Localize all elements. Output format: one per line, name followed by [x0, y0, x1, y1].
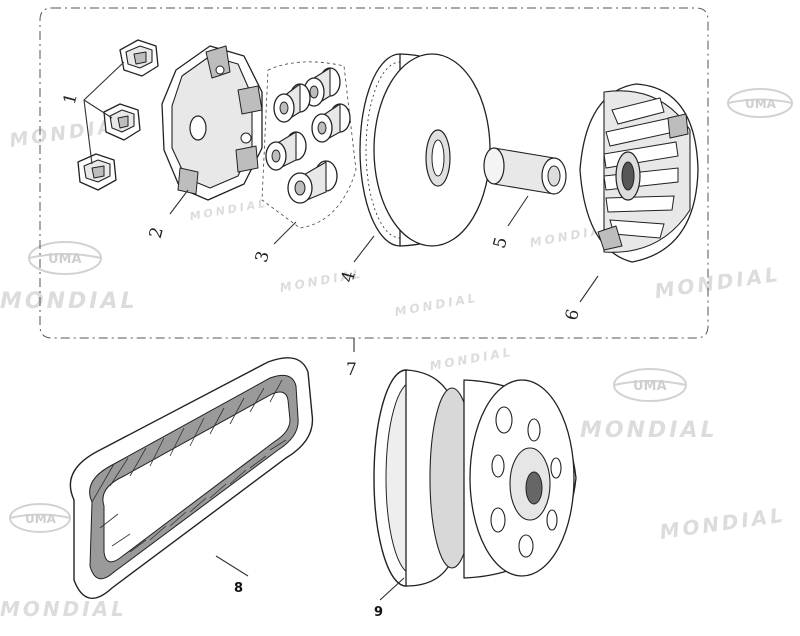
- roller: [273, 83, 311, 123]
- part-label-5: 5: [490, 235, 512, 251]
- group-label: 7: [346, 360, 357, 380]
- svg-text:UMA: UMA: [745, 97, 777, 111]
- watermark-brand: MONDIAL: [429, 345, 515, 373]
- watermark-brand: MONDIAL: [0, 289, 138, 314]
- uma-logo-watermark: UMA: [727, 88, 793, 118]
- roller: [311, 103, 351, 143]
- slider-piece: [103, 103, 141, 141]
- part-label-1: 1: [60, 91, 82, 107]
- part-label-3: 3: [252, 249, 274, 265]
- roller: [265, 131, 307, 171]
- part-9-clutch-assembly: 9: [373, 369, 577, 620]
- leader-line: [579, 275, 599, 303]
- roller-group-outline: [261, 61, 357, 229]
- leader-line: [83, 99, 113, 119]
- watermark-brand: MONDIAL: [653, 262, 782, 303]
- watermark-brand: MONDIAL: [580, 418, 718, 443]
- part-label-2: 2: [146, 225, 168, 241]
- part-3-rollers: 3: [252, 61, 357, 265]
- part-label-6: 6: [562, 307, 584, 323]
- part-8-drive-belt: 8: [69, 357, 314, 599]
- group-frame: [39, 7, 709, 339]
- uma-logo-watermark: UMA: [9, 503, 71, 533]
- svg-text:UMA: UMA: [25, 512, 57, 526]
- watermark-brand: MONDIAL: [189, 197, 269, 224]
- leader-line: [273, 221, 297, 245]
- uma-logo-watermark: UMA: [613, 368, 687, 402]
- watermark-brand: MONDIAL: [394, 291, 480, 319]
- slider-piece: [77, 153, 117, 191]
- part-1-sliders: 1: [60, 39, 159, 191]
- leader-line: [353, 235, 375, 263]
- part-4-pulley-face: 4: [338, 53, 491, 285]
- leader-line: [215, 555, 249, 577]
- svg-text:UMA: UMA: [633, 379, 667, 394]
- slider-piece: [119, 39, 159, 77]
- part-6-fan-face: 6: [562, 83, 699, 323]
- leader-line: [169, 189, 189, 215]
- leader-line: [379, 577, 405, 601]
- watermark-brand: MONDIAL: [658, 502, 787, 543]
- svg-text:UMA: UMA: [48, 252, 82, 267]
- leader-line: [507, 195, 529, 227]
- uma-logo-watermark: UMA: [28, 241, 102, 275]
- part-label-9: 9: [374, 605, 383, 620]
- part-label-8: 8: [234, 581, 243, 596]
- part-2-ramp-plate: 2: [146, 45, 263, 241]
- leader-line: [83, 61, 125, 101]
- roller: [287, 160, 338, 204]
- leader-line: [83, 99, 93, 165]
- watermark-brand: MONDIAL: [0, 597, 127, 621]
- part-label-4: 4: [338, 269, 360, 285]
- part-5-bushing: 5: [483, 147, 567, 251]
